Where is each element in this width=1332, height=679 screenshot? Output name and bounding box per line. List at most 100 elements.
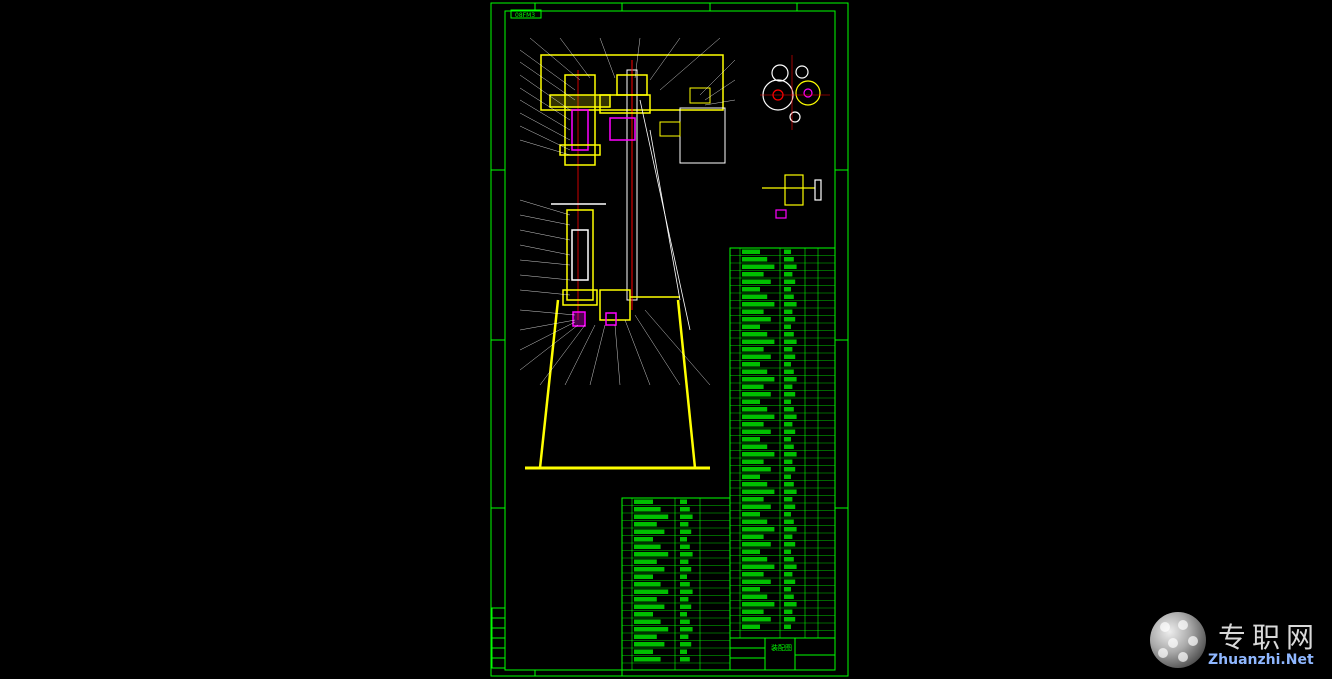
table-cell-mark (784, 279, 796, 284)
table-cell-mark (634, 619, 661, 624)
parts-list-table (729, 247, 836, 639)
table-cell-mark (784, 392, 796, 397)
table-cell-mark (742, 332, 768, 337)
upper-spindle (549, 74, 651, 166)
table-cell-mark (742, 324, 760, 329)
table-cell-mark (742, 609, 764, 614)
drawing-tag: 08FM3 (515, 12, 535, 19)
table-cell-mark (784, 414, 797, 419)
leader-lines-left (519, 37, 736, 386)
table-cell-mark (680, 627, 693, 632)
table-cell-mark (680, 529, 692, 534)
table-cell-mark (680, 507, 690, 512)
table-cell-mark (784, 339, 797, 344)
table-cell-mark (784, 497, 793, 502)
table-cell-mark (742, 399, 760, 404)
table-cell-mark (742, 594, 768, 599)
table-cell-mark (742, 392, 771, 397)
table-cell-mark (742, 422, 764, 427)
table-cell-mark (680, 642, 692, 647)
table-cell-mark (784, 617, 796, 622)
table-cell-mark (784, 594, 794, 599)
table-cell-mark (742, 279, 771, 284)
table-cell-mark (784, 467, 796, 472)
table-cell-mark (784, 347, 793, 352)
table-cell-mark (680, 657, 690, 662)
table-cell-mark (742, 294, 768, 299)
table-cell-mark (742, 249, 760, 254)
table-cell-mark (784, 444, 794, 449)
table-cell-mark (742, 257, 768, 262)
table-cell-mark (784, 512, 791, 517)
table-cell-mark (634, 634, 657, 639)
table-cell-mark (680, 634, 689, 639)
table-cell-mark (634, 642, 665, 647)
table-cell-mark (784, 527, 797, 532)
table-cell-mark (680, 522, 689, 527)
table-cell-mark (784, 399, 791, 404)
motor (659, 87, 726, 164)
table-cell-mark (784, 377, 797, 382)
table-cell-mark (634, 574, 653, 579)
table-cell-mark (742, 617, 771, 622)
table-cell-mark (742, 362, 760, 367)
table-cell-mark (680, 589, 693, 594)
title-block (729, 637, 836, 671)
table-cell-mark (784, 309, 793, 314)
table-cell-mark (784, 609, 793, 614)
table-cell-mark (742, 587, 760, 592)
table-cell-mark (784, 302, 797, 307)
watermark-english: Zhuanzhi.Net (1208, 652, 1314, 668)
table-cell-mark (742, 534, 764, 539)
table-cell-mark (680, 612, 687, 617)
table-cell-mark (742, 527, 775, 532)
table-cell-mark (634, 529, 665, 534)
table-cell-mark (634, 514, 669, 519)
section-detail-view (762, 174, 822, 219)
table-cell-mark (634, 604, 665, 609)
table-cell-mark (784, 489, 797, 494)
table-cell-mark (634, 499, 653, 504)
table-cell-mark (742, 504, 771, 509)
table-cell-mark (680, 619, 690, 624)
table-cell-mark (634, 537, 653, 542)
table-cell-mark (784, 579, 796, 584)
table-cell-mark (680, 574, 687, 579)
table-cell-mark (634, 522, 657, 527)
table-cell-mark (784, 257, 794, 262)
table-cell-mark (742, 339, 775, 344)
revision-strip (491, 607, 506, 669)
table-cell-mark (680, 552, 693, 557)
drawing-tag-box (510, 9, 542, 19)
table-cell-mark (784, 482, 794, 487)
table-cell-mark (784, 264, 797, 269)
table-cell-mark (784, 459, 793, 464)
table-cell-mark (784, 534, 793, 539)
table-cell-mark (784, 272, 793, 277)
table-cell-mark (680, 597, 689, 602)
table-cell-mark (634, 507, 661, 512)
table-cell-mark (784, 287, 791, 292)
watermark-chinese: 专职网 (1218, 621, 1321, 654)
belt-lines (639, 99, 691, 331)
base-stand (525, 299, 710, 470)
table-cell-mark (742, 579, 771, 584)
table-cell-mark (784, 542, 796, 547)
table-cell-mark (784, 324, 791, 329)
table-cell-mark (634, 627, 669, 632)
table-cell-mark (680, 567, 692, 572)
table-cell-mark (742, 354, 771, 359)
table-cell-mark (680, 544, 690, 549)
table-cell-mark (634, 544, 661, 549)
table-cell-mark (634, 589, 669, 594)
table-cell-mark (742, 384, 764, 389)
table-cell-mark (784, 294, 794, 299)
table-cell-mark (742, 572, 764, 577)
table-cell-mark (784, 362, 791, 367)
table-cell-mark (784, 452, 797, 457)
table-cell-mark (742, 302, 775, 307)
table-cell-mark (784, 474, 791, 479)
table-cell-mark (634, 597, 657, 602)
